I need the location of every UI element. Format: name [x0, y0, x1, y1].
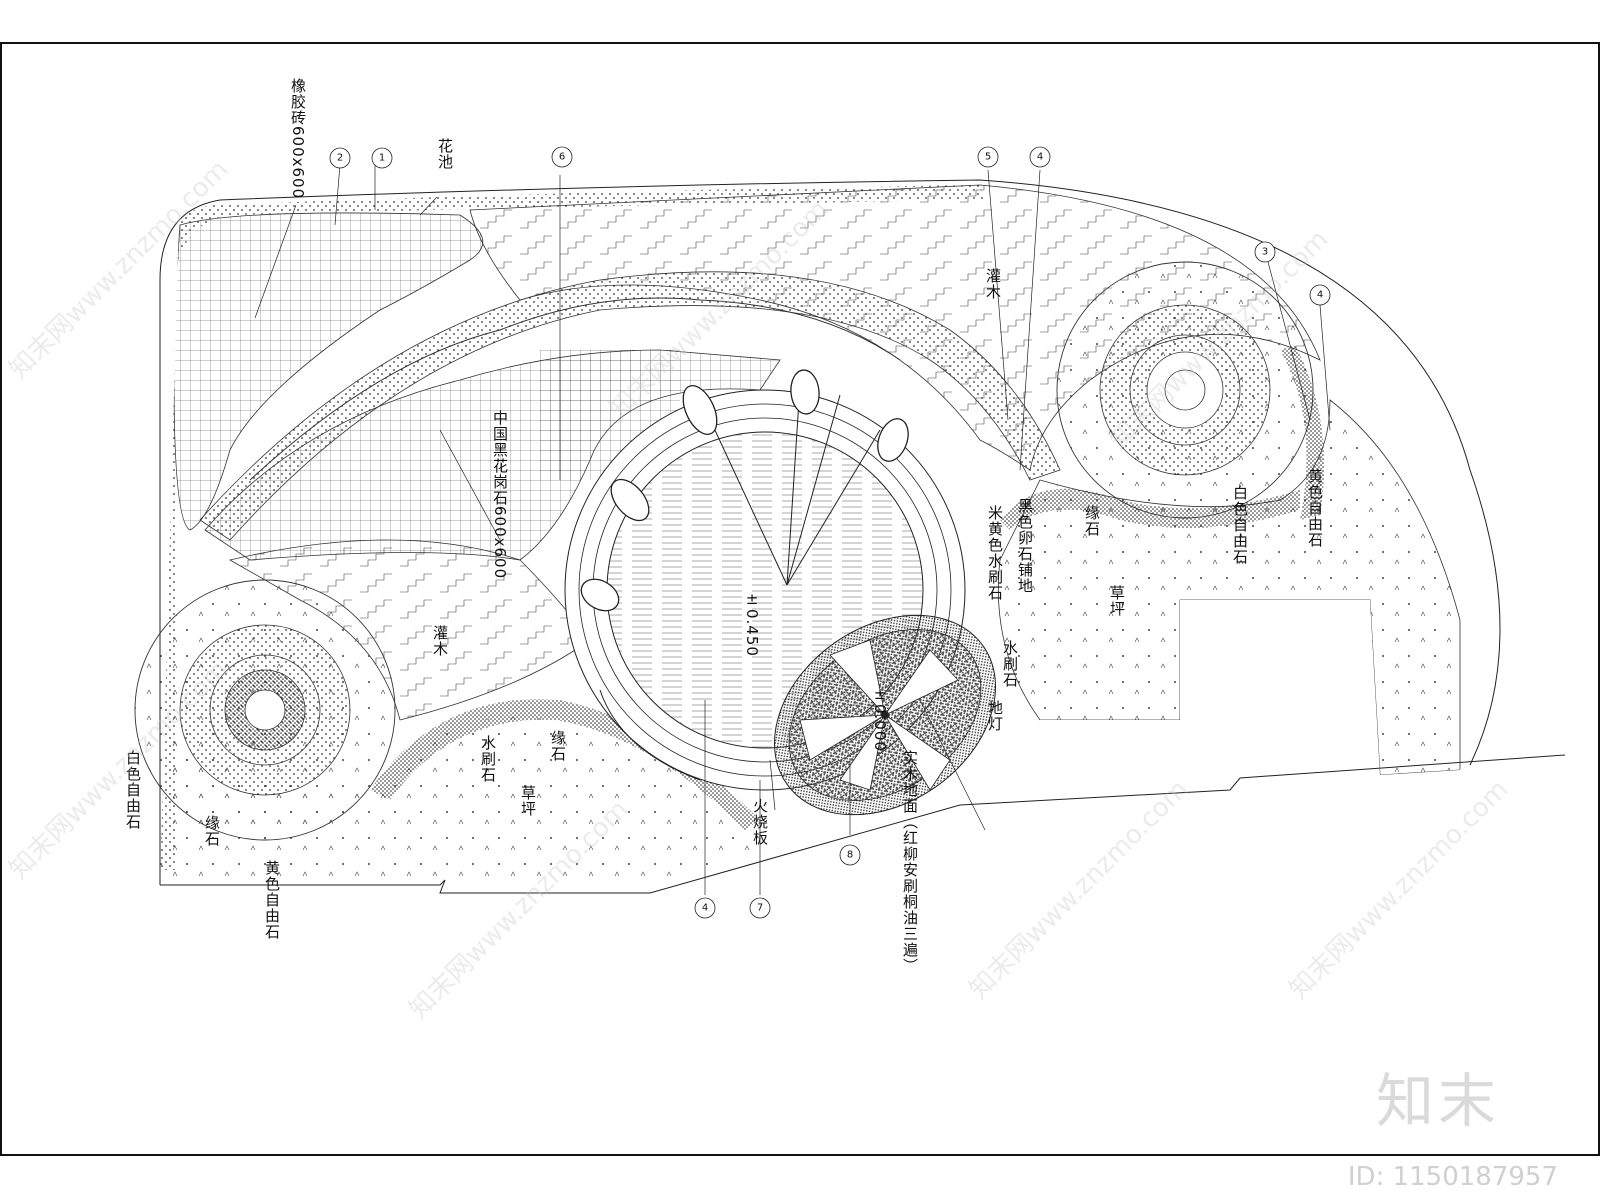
- leader-lines: [254, 164, 1331, 895]
- rubber-tile-area: [173, 212, 484, 531]
- label-black-pebble: 黑色卵石铺地: [1016, 498, 1034, 594]
- label-lawn-right: 草坪: [1108, 585, 1126, 617]
- curved-walkway: [199, 271, 1061, 541]
- label-rubber-tile: 橡胶砖600x600: [289, 78, 307, 199]
- label-curb-right: 缘石: [1083, 505, 1101, 537]
- label-lawn-mid: 草坪: [519, 785, 537, 817]
- image-id-watermark: ID: 1150187957: [1347, 1162, 1558, 1192]
- drawing-frame: [0, 42, 1600, 1156]
- label-ground-light: 地灯: [986, 700, 1004, 732]
- right-circle-feature: [1056, 261, 1314, 519]
- label-wash-stone-left: 水刷石: [479, 735, 497, 783]
- svg-text:4: 4: [702, 903, 708, 914]
- label-curb-left: 缘石: [203, 815, 221, 847]
- svg-text:1: 1: [379, 153, 385, 164]
- callout-marker: 7: [749, 897, 771, 919]
- callout-marker: 4: [694, 897, 716, 919]
- wood-deck: [774, 614, 996, 816]
- bottom-mid-lawn: [380, 716, 760, 885]
- label-fire-board: 火烧板: [751, 798, 769, 846]
- label-yellow-stone-left: 黄色自由石: [263, 860, 281, 940]
- curb-band-mid: [370, 699, 760, 830]
- left-circle-feature: [134, 579, 396, 841]
- callout-marker: 5: [977, 146, 999, 168]
- label-curb-mid: 缘石: [549, 730, 567, 762]
- material-labels: 橡胶砖600x600 花池 中国黑花岗石600x600 灌木 灌木 黄色自由石 …: [124, 78, 1324, 974]
- brand-watermark: 知末: [1375, 1067, 1500, 1135]
- label-granite: 中国黑花岗石600x600: [491, 410, 509, 579]
- callout-markers: 2 1 6 5 4 3 4 8 4 7: [329, 146, 1331, 919]
- label-elevation-deck: ±0.000: [871, 685, 889, 752]
- watermark-text: 知末网www.znzmo.com: [964, 774, 1195, 1005]
- label-flower-pool: 花池: [436, 138, 454, 170]
- svg-text:6: 6: [559, 152, 565, 163]
- label-elevation-pool: ±0.450: [743, 590, 761, 657]
- svg-text:4: 4: [1317, 290, 1323, 301]
- svg-text:3: 3: [1262, 247, 1268, 258]
- callout-marker: 4: [1029, 146, 1051, 168]
- callout-marker: 1: [371, 147, 393, 169]
- label-white-stone-left: 白色自由石: [124, 750, 142, 830]
- walkway-edge-wave: [249, 297, 901, 481]
- svg-text:8: 8: [847, 850, 853, 861]
- label-shrub-top: 灌木: [984, 268, 1002, 300]
- label-wood-floor: 实木地面（红柳安刷桐油三遍）: [901, 750, 919, 974]
- label-beige-wash: 米黄色水刷石: [986, 505, 1004, 601]
- label-wash-stone-right: 水刷石: [1001, 640, 1019, 688]
- callout-marker: 8: [839, 844, 861, 866]
- label-yellow-stone-right: 黄色自由石: [1306, 468, 1324, 548]
- callout-marker: 3: [1254, 241, 1276, 263]
- label-shrub-left: 灌木: [431, 625, 449, 657]
- svg-text:4: 4: [1037, 152, 1043, 163]
- callout-marker: 2: [329, 147, 351, 169]
- svg-text:2: 2: [337, 153, 343, 164]
- stepping-stones: [580, 369, 909, 612]
- watermark-text: 知末网www.znzmo.com: [1284, 774, 1515, 1005]
- svg-text:5: 5: [985, 152, 991, 163]
- svg-text:7: 7: [757, 903, 763, 914]
- label-white-stone-right: 白色自由石: [1231, 485, 1249, 565]
- callout-marker: 4: [1309, 284, 1331, 306]
- callout-marker: 6: [551, 146, 573, 168]
